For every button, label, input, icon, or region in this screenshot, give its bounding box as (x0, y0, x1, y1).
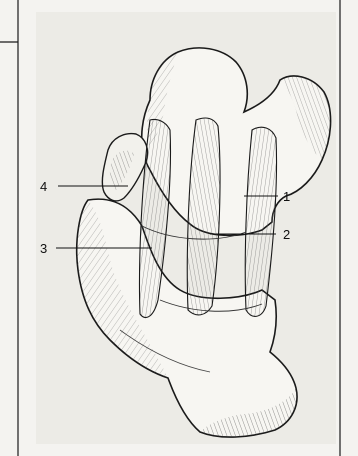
label-3: 3 (40, 241, 47, 256)
label-4: 4 (40, 179, 47, 194)
label-2: 2 (283, 227, 290, 242)
label-1: 1 (283, 189, 290, 204)
